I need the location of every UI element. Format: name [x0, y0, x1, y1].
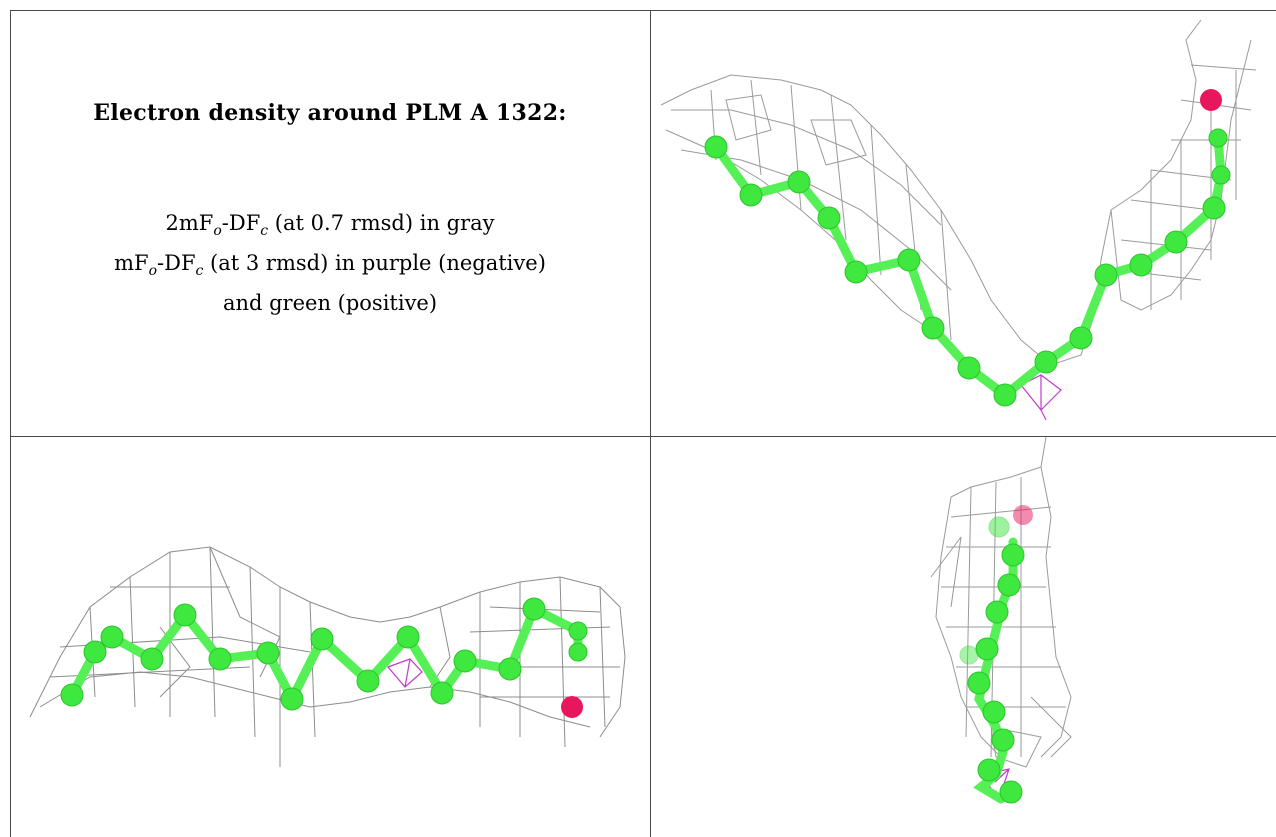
frame-middle-horizontal [10, 436, 1276, 437]
ligand-atoms [60, 597, 588, 711]
oxygen-atom [561, 696, 583, 718]
description-panel: Electron density around PLM A 1322: 2mFo… [10, 10, 650, 436]
density-mesh [29, 546, 626, 767]
density-mesh [660, 19, 1257, 366]
negative-density [386, 658, 423, 688]
page-title: Electron density around PLM A 1322: [93, 100, 567, 126]
density-image-1 [660, 19, 1257, 421]
legend-text: 2mFo-DFc (at 0.7 rmsd) in gray mFo-DFc (… [10, 207, 650, 319]
legend-line-positive: and green (positive) [222, 291, 438, 316]
density-view-2 [10, 437, 650, 837]
ligand-atoms [704, 128, 1231, 407]
legend-line-difference: mFo-DFc (at 3 rmsd) in purple (negative) [114, 251, 546, 280]
density-image-2 [29, 546, 626, 767]
density-view-3 [651, 437, 1276, 837]
frame-left [10, 10, 11, 837]
frame-middle-vertical [650, 10, 651, 837]
negative-density [1020, 374, 1062, 421]
oxygen-atom [1200, 89, 1222, 111]
frame-top [10, 10, 1276, 11]
density-image-3 [930, 437, 1072, 804]
oxygen-atom [1013, 505, 1033, 525]
density-view-1 [651, 10, 1276, 436]
ligand-atoms [959, 516, 1025, 804]
legend-line-gray: 2mFo-DFc (at 0.7 rmsd) in gray [165, 211, 495, 240]
